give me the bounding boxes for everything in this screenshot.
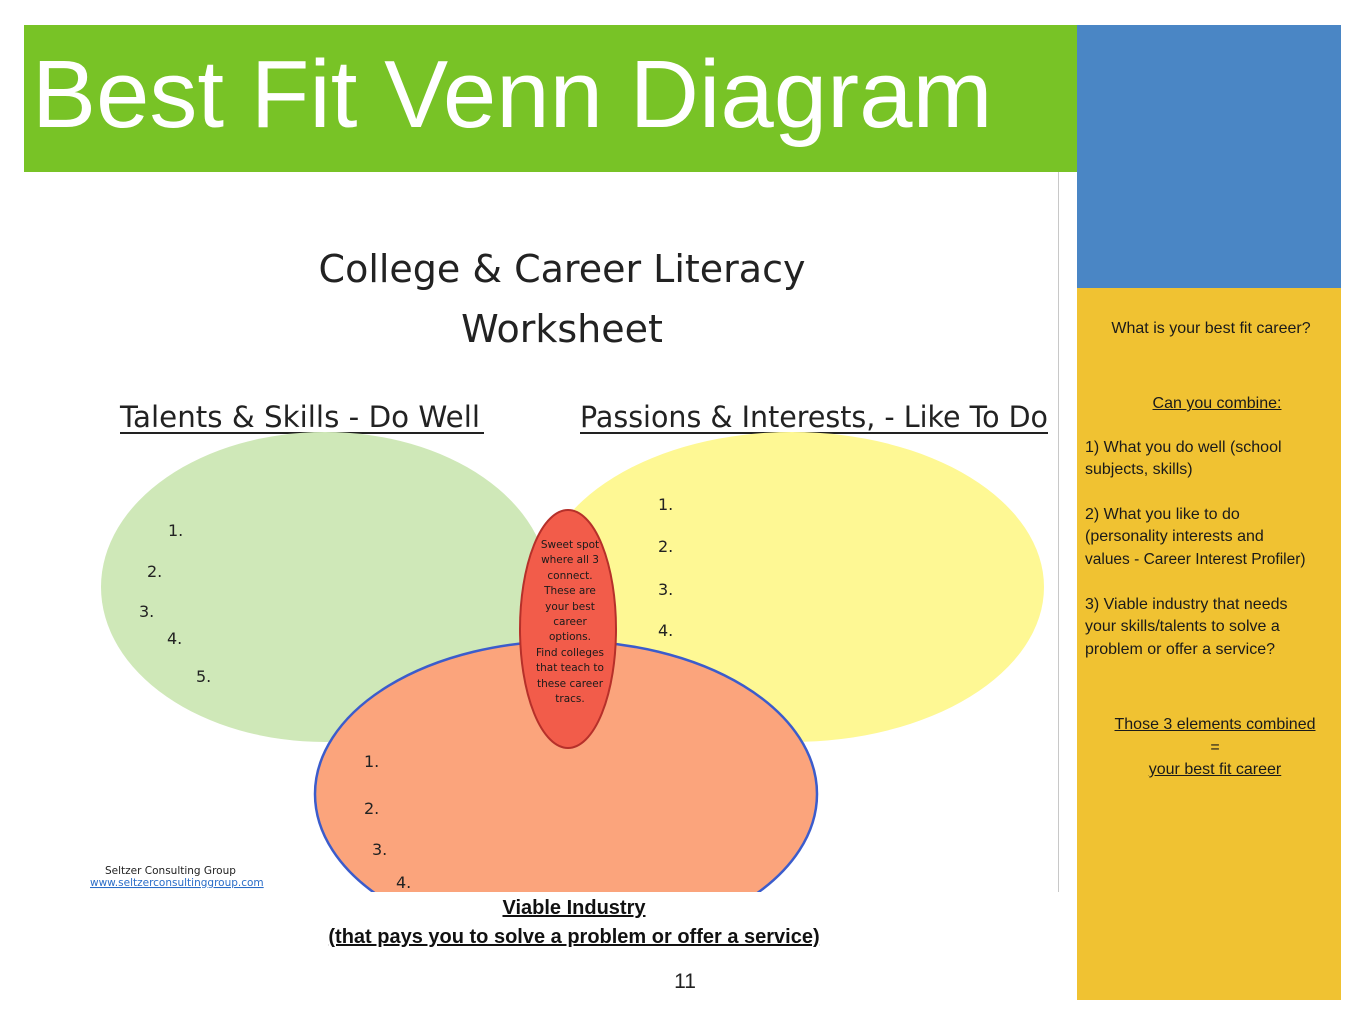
sidebar-question: What is your best fit career? xyxy=(1111,320,1311,337)
sweet-spot-line-6: career xyxy=(553,616,587,628)
sidebar-point2-line3: values - Career Interest Profiler) xyxy=(1085,551,1306,568)
left-item-3: 3. xyxy=(139,602,154,621)
bottom-item-2: 2. xyxy=(364,799,379,818)
slide-title: Best Fit Venn Diagram xyxy=(32,41,993,148)
sidebar-conclusion-line3: your best fit career xyxy=(1148,761,1282,778)
sidebar-point3-line2: your skills/talents to solve a xyxy=(1085,618,1280,635)
sidebar-panel xyxy=(1077,288,1341,1000)
sweet-spot-line-8: Find colleges xyxy=(536,647,604,659)
bottom-item-4: 4. xyxy=(396,873,411,892)
sidebar-conclusion-equals: = xyxy=(1210,739,1220,756)
left-item-1: 1. xyxy=(168,521,183,540)
sweet-spot-line-9: that teach to xyxy=(536,662,604,674)
worksheet-heading-line1: College & Career Literacy xyxy=(319,247,806,291)
right-item-3: 3. xyxy=(658,580,673,599)
worksheet-image: College & Career Literacy Worksheet Tale… xyxy=(80,230,1058,892)
sidebar-point2-line1: 2) What you like to do xyxy=(1085,506,1240,523)
sweet-spot-line-11: tracs. xyxy=(555,693,584,705)
sweet-spot-line-2: where all 3 xyxy=(541,554,599,566)
caption-line1: Viable Industry xyxy=(502,897,646,919)
bottom-item-1: 1. xyxy=(364,752,379,771)
sidebar-point3-line1: 3) Viable industry that needs xyxy=(1085,596,1288,613)
sweet-spot-line-1: Sweet spot xyxy=(541,539,599,551)
left-item-2: 2. xyxy=(147,562,162,581)
sidebar-point1-line1: 1) What you do well (school xyxy=(1085,439,1282,456)
credit-website: www.seltzerconsultinggroup.com xyxy=(90,877,264,889)
sidebar-combine-heading: Can you combine: xyxy=(1152,395,1282,412)
sweet-spot-line-7: options. xyxy=(549,631,591,643)
sidebar-conclusion-line1: Those 3 elements combined xyxy=(1114,716,1316,733)
left-item-5: 5. xyxy=(196,667,211,686)
bottom-item-3: 3. xyxy=(372,840,387,859)
sweet-spot xyxy=(519,509,617,749)
sidebar-point3-line3: problem or offer a service? xyxy=(1085,641,1276,658)
left-circle-label: Talents & Skills - Do Well xyxy=(119,400,480,434)
sweet-spot-line-4: These are xyxy=(543,585,596,597)
page-number: 11 xyxy=(674,970,696,993)
title-bar: Best Fit Venn Diagram xyxy=(24,25,1077,172)
sweet-spot-line-10: these career xyxy=(537,678,604,690)
right-item-1: 1. xyxy=(658,495,673,514)
caption-line2: (that pays you to solve a problem or off… xyxy=(328,926,820,948)
blue-accent-box xyxy=(1077,25,1341,288)
worksheet-heading-line2: Worksheet xyxy=(461,307,663,351)
sidebar-point2-line2: (personality interests and xyxy=(1085,528,1264,545)
right-circle-label: Passions & Interests, - Like To Do xyxy=(580,400,1048,434)
venn-diagram: College & Career Literacy Worksheet Tale… xyxy=(90,247,1048,892)
sweet-spot-line-3: connect. xyxy=(547,570,592,582)
right-item-4: 4. xyxy=(658,621,673,640)
left-item-4: 4. xyxy=(167,629,182,648)
right-item-2: 2. xyxy=(658,537,673,556)
divider-line xyxy=(1058,172,1059,892)
credit-company: Seltzer Consulting Group xyxy=(105,865,236,877)
sweet-spot-line-5: your best xyxy=(545,601,595,613)
sidebar-point1-line2: subjects, skills) xyxy=(1085,461,1193,478)
